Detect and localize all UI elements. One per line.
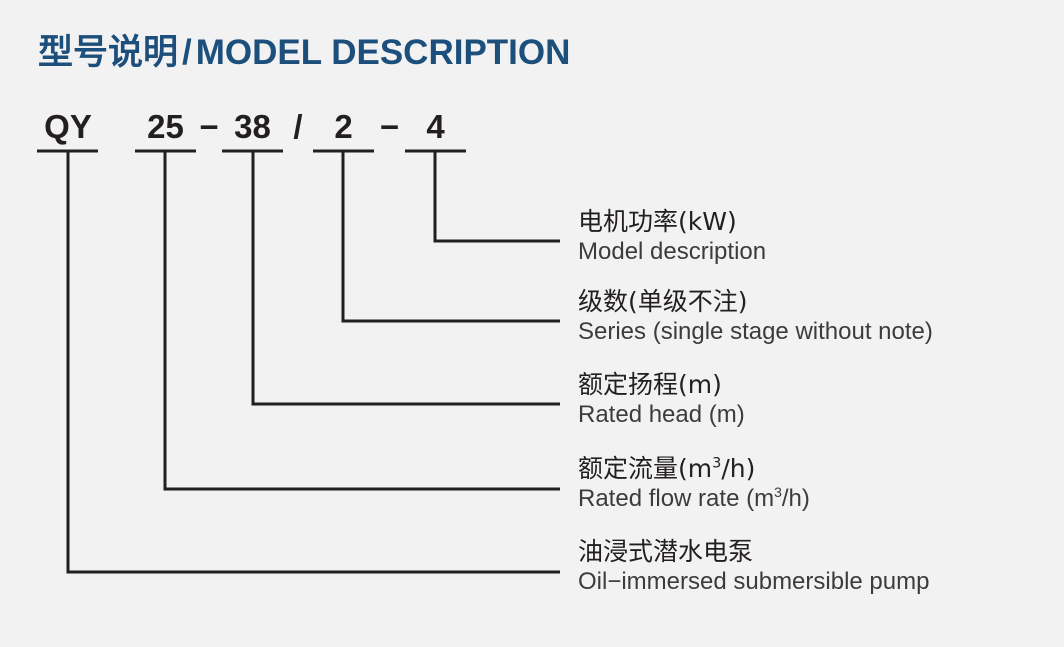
callout-label-series: 级数(单级不注) Series (single stage without no… — [578, 286, 933, 346]
code-segment-qy: QY — [44, 108, 92, 145]
leader-path-segment-qy — [66, 151, 560, 574]
title-english: MODEL DESCRIPTION — [195, 33, 571, 72]
leader-path-segment-25 — [163, 151, 560, 491]
callout-chinese: 电机功率(kW) — [578, 207, 737, 236]
code-separator-dash-2: − — [379, 108, 400, 145]
callout-english: Series (single stage without note) — [578, 318, 933, 345]
callout-chinese: 额定扬程(m) — [578, 370, 722, 399]
code-segment-38: 38 — [234, 108, 271, 145]
callout-label-rated-head: 额定扬程(m) Rated head (m) — [578, 369, 745, 429]
callout-chinese-superscript: 3 — [712, 455, 722, 472]
callout-label-motor-power: 电机功率(kW) Model description — [578, 206, 766, 266]
title-chinese: 型号说明 — [38, 33, 179, 73]
code-segment-4: 4 — [426, 108, 445, 145]
callout-english-pre: Rated flow rate (m — [578, 485, 775, 512]
callout-label-oil-immersed-pump: 油浸式潜水电泵 Oil−immersed submersible pump — [578, 536, 929, 596]
callout-chinese-post: /h) — [721, 454, 756, 483]
callout-english-post: /h) — [781, 485, 810, 512]
callout-chinese: 油浸式潜水电泵 — [578, 537, 754, 566]
callout-english: Model description — [578, 238, 767, 265]
callout-english: Oil−immersed submersible pump — [578, 568, 930, 595]
code-segment-2: 2 — [334, 108, 353, 145]
code-segment-25: 25 — [147, 108, 184, 145]
leader-path-segment-4 — [433, 151, 560, 243]
callout-chinese-pre: 额定流量(m — [578, 454, 713, 483]
code-separator-slash: / — [293, 108, 303, 145]
leader-path-segment-38 — [251, 151, 560, 406]
leader-path-segment-2 — [341, 151, 560, 323]
title-separator: / — [182, 33, 192, 72]
model-code-line: QY 25 − 38 / 2 − 4 — [0, 104, 560, 150]
page-title: 型号说明/MODEL DESCRIPTION — [38, 35, 570, 71]
callout-english: Rated flow rate (m3/h) — [578, 484, 810, 513]
callout-chinese: 额定流量(m3/h) — [578, 453, 810, 484]
callout-chinese: 级数(单级不注) — [578, 287, 748, 316]
code-separator-dash-1: − — [199, 108, 219, 145]
callout-english: Rated head (m) — [578, 401, 745, 428]
callout-english-superscript: 3 — [774, 484, 782, 500]
callout-label-rated-flow-rate: 额定流量(m3/h) Rated flow rate (m3/h) — [578, 453, 810, 513]
